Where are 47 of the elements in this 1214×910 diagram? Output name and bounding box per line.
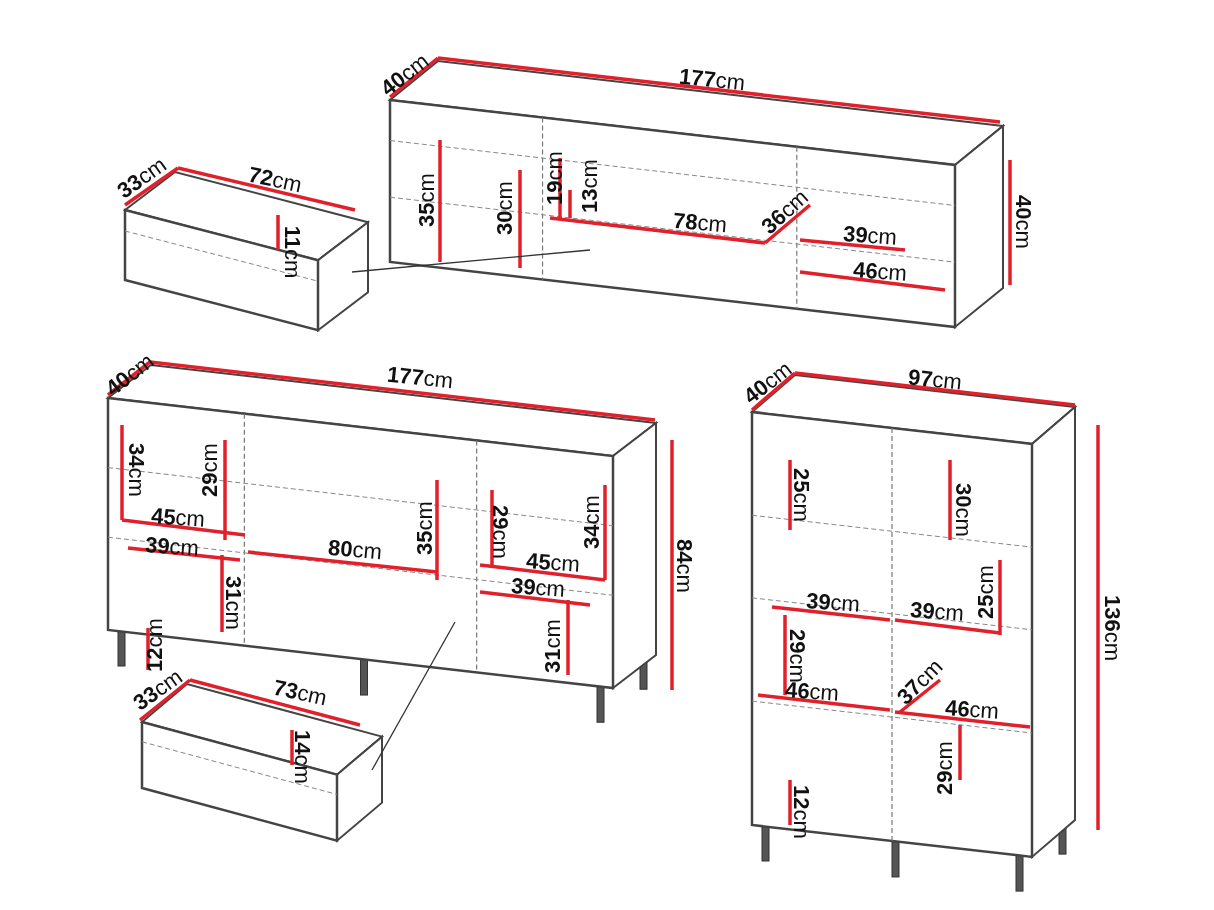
dimension-label: 35cm [414,501,436,555]
dimension-label: 30cm [494,181,516,235]
dimension-label: 39cm [510,575,566,601]
dimension-label: 40cm [1012,195,1034,249]
dimension-label: 46cm [852,259,908,285]
dimension-label: 46cm [944,697,1000,723]
dimension-label: 19cm [544,151,566,205]
dimension-label: 39cm [144,534,200,560]
dimension-label: 11cm [281,225,303,279]
dimension-label: 34cm [125,443,147,497]
dimension-label: 35cm [416,173,438,227]
dimension-label: 40cm [377,49,433,101]
leader-line [351,249,591,273]
dimension-label: 78cm [672,209,728,237]
dimension-label: 73cm [271,676,329,710]
dimension-label: 72cm [246,163,304,197]
dimension-label: 31cm [222,576,244,630]
dimension-label: 12cm [790,785,812,839]
dimension-label: 80cm [327,536,383,564]
leader-line [371,621,456,771]
dimension-label: 29cm [489,505,511,559]
dimension-label: 13cm [579,159,601,213]
dimension-label: 25cm [975,565,997,619]
dimension-label: 40cm [102,349,158,401]
dimension-label: 33cm [113,153,171,203]
dimension-label: 31cm [542,619,564,673]
dimension-label: 36cm [757,185,813,239]
dimension-label: 45cm [525,550,581,576]
dimension-label: 37cm [893,655,947,709]
dimension-label: 84cm [673,539,695,593]
dimension-label: 29cm [934,741,956,795]
dimension-label: 45cm [150,505,206,531]
dimension-label: 29cm [199,443,221,497]
dimension-label: 39cm [805,590,861,616]
dimension-label: 39cm [909,599,965,625]
dimension-label: 34cm [581,495,603,549]
dimension-label: 39cm [842,223,898,249]
dimension-label: 25cm [790,468,812,522]
dimension-label: 29cm [786,629,808,683]
dimension-label: 40cm [740,357,796,409]
dimension-label: 177cm [678,65,746,95]
dimension-label: 12cm [144,618,166,672]
dimension-label: 30cm [952,483,974,537]
dimension-label: 14cm [291,730,313,784]
dimension-label: 136cm [1101,595,1123,661]
dimension-label: 97cm [907,366,963,394]
dimension-label: 177cm [386,363,454,393]
